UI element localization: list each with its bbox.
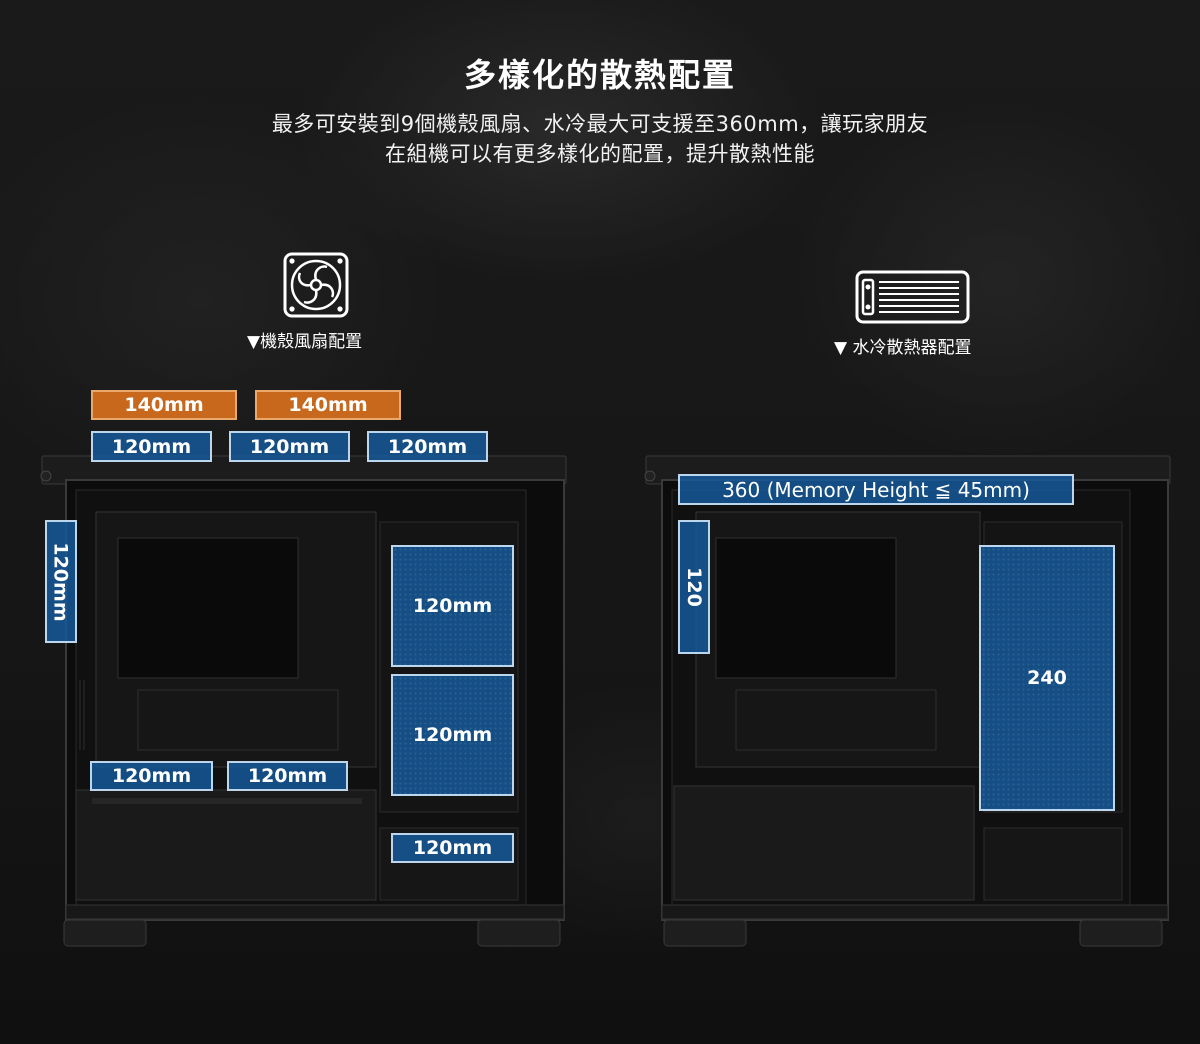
fan-icon: [283, 252, 349, 318]
fan-config-label: ▼機殼風扇配置: [247, 332, 363, 352]
slot-top-120-c: 120mm: [367, 431, 488, 462]
page-title: 多樣化的散熱配置: [463, 56, 736, 94]
slot-top-120-a: 120mm: [91, 431, 212, 462]
radiator-icon: [855, 270, 970, 324]
radiator-config-label: ▼ 水冷散熱器配置: [834, 338, 972, 358]
slot-front-120-c: 120mm: [391, 833, 514, 863]
slot-bottom-120-b: 120mm: [227, 761, 348, 791]
slot-radiator-360: 360 (Memory Height ≦ 45mm): [678, 474, 1074, 505]
slot-rear-120: 120mm: [45, 520, 77, 643]
slot-front-120-a: 120mm: [391, 545, 514, 667]
subtitle-line-1: 最多可安裝到9個機殼風扇、水冷最大可支援至360mm，讓玩家朋友: [271, 112, 929, 136]
slot-top-140-a: 140mm: [91, 390, 237, 420]
subtitle-line-2: 在組機可以有更多樣化的配置，提升散熱性能: [385, 142, 815, 166]
slot-front-120-b: 120mm: [391, 674, 514, 796]
slot-radiator-240: 240: [979, 545, 1115, 811]
slot-radiator-120: 120: [678, 520, 710, 654]
slot-top-140-b: 140mm: [255, 390, 401, 420]
slot-bottom-120-a: 120mm: [90, 761, 213, 791]
slot-top-120-b: 120mm: [229, 431, 350, 462]
